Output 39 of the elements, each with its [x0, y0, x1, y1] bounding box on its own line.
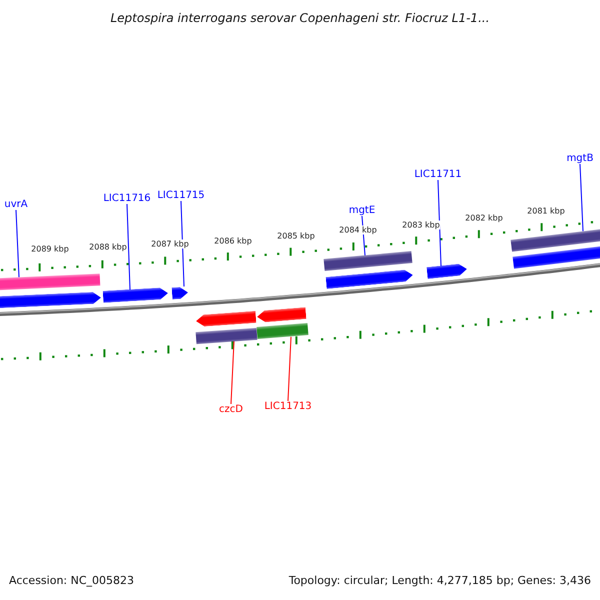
gene-feature — [172, 286, 188, 300]
scale-label: 2084 kbp — [339, 226, 377, 234]
scale-label: 2087 kbp — [151, 240, 189, 248]
title: Leptospira interrogans serovar Copenhageni str. Fiocruz L1-1... — [109, 11, 491, 25]
leader-line — [230, 340, 234, 404]
leader-line — [288, 336, 292, 402]
gene-label: czcD — [219, 404, 243, 415]
feature-bar — [324, 251, 412, 272]
gene-label: LIC11713 — [264, 401, 312, 412]
scale-label: 2082 kbp — [465, 214, 503, 222]
scale-label: 2081 kbp — [527, 206, 565, 216]
leader-line — [126, 204, 130, 290]
gene-label: LIC11711 — [414, 169, 462, 180]
feature-bar — [196, 327, 258, 344]
leader-line — [180, 200, 184, 287]
genome-info-text: Topology: circular; Length: 4,277,185 bp; Genes: 3,436 — [288, 574, 591, 587]
gene-feature — [102, 288, 168, 304]
feature-bar — [510, 228, 600, 252]
gene-label: mgtE — [348, 205, 376, 216]
gene-label: LIC11716 — [103, 193, 151, 204]
scale-label: 2088 kbp — [89, 242, 127, 252]
gene-label: uvrA — [4, 199, 28, 210]
gene-feature — [0, 292, 102, 308]
gene-label: mgtB — [566, 153, 594, 164]
scale-label: 2085 kbp — [277, 232, 315, 240]
gene-feature — [196, 310, 256, 327]
scale-label: 2089 kbp — [31, 244, 69, 254]
scale-label: 2086 kbp — [214, 236, 252, 246]
gene-feature — [426, 263, 468, 280]
gene-feature — [256, 306, 306, 322]
leader-line — [438, 180, 442, 267]
scale-label: 2083 kbp — [402, 220, 440, 230]
gene-feature — [326, 269, 414, 289]
feature-bar — [0, 274, 100, 290]
leader-line — [16, 210, 20, 278]
accession-text: Accession: NC_005823 — [9, 574, 134, 587]
gene-label: LIC11715 — [157, 190, 205, 201]
feature-bar — [256, 323, 308, 340]
leader-line — [580, 164, 584, 232]
